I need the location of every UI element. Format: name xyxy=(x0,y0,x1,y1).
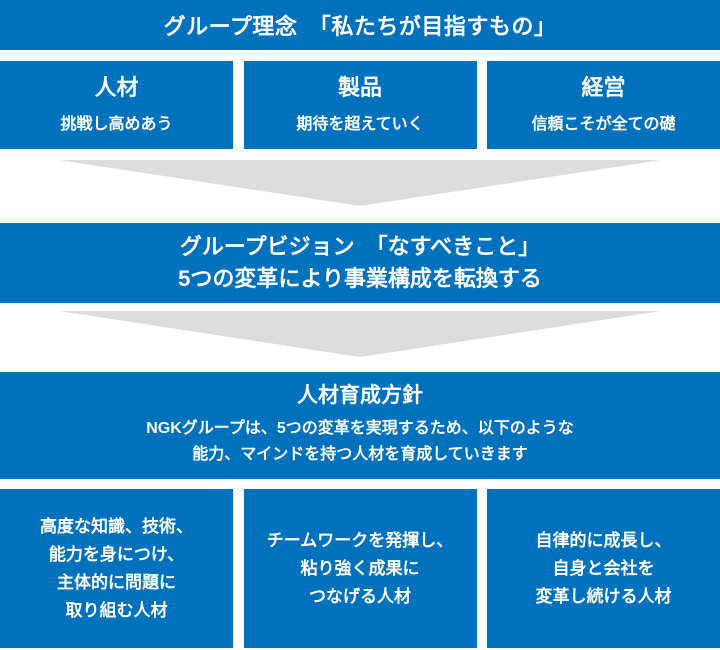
talent-text-line: 自身と会社を xyxy=(552,558,655,578)
talent-text-line: チームワークを発揮し、 xyxy=(266,530,454,550)
talent-text-line: 自律的に成長し、 xyxy=(535,530,672,550)
pillar-box-management: 経営 信頼こそが全ての礎 xyxy=(487,61,720,149)
pillar-title-people: 人材 xyxy=(94,74,139,100)
hr-policy-title: 人材育成方針 xyxy=(297,383,423,407)
group-vision-subtitle: 5つの変革により事業構成を転換する xyxy=(178,266,542,291)
hr-policy-description-line2: 能力、マインドを持つ人材を育成していきます xyxy=(192,446,528,464)
group-vision-banner: グループビジョン 「なすべきこと」 5つの変革により事業構成を転換する xyxy=(0,223,720,303)
pillar-box-people: 人材 挑戦し高めあう xyxy=(0,61,233,149)
talent-text-line: 粘り強く成果に xyxy=(300,558,420,578)
talent-text-line: 主体的に問題に xyxy=(57,572,176,592)
hr-policy-description-line1: NGKグループは、5つの変革を実現するため、以下のような xyxy=(146,420,574,438)
talent-text-line: 取り組む人材 xyxy=(65,600,168,620)
talent-text-line: 能力を身につけ、 xyxy=(48,544,185,564)
pillar-box-products: 製品 期待を超えていく xyxy=(243,61,477,149)
pillar-title-management: 経営 xyxy=(581,74,626,100)
talent-text-line: 変革し続ける人材 xyxy=(535,586,672,606)
pillar-subtitle-products: 期待を超えていく xyxy=(296,116,424,134)
talent-box-self-growth: 自律的に成長し、 自身と会社を 変革し続ける人材 xyxy=(487,489,720,648)
pillar-subtitle-people: 挑戦し高めあう xyxy=(60,116,173,134)
talent-row: 高度な知識、技術、 能力を身につけ、 主体的に問題に 取り組む人材 チームワーク… xyxy=(0,489,720,648)
talent-text-line: 高度な知識、技術、 xyxy=(40,516,193,536)
pillar-subtitle-management: 信頼こそが全ての礎 xyxy=(531,116,676,134)
pillar-row: 人材 挑戦し高めあう 製品 期待を超えていく 経営 信頼こそが全ての礎 xyxy=(0,61,720,149)
talent-box-knowledge: 高度な知識、技術、 能力を身につけ、 主体的に問題に 取り組む人材 xyxy=(0,489,233,648)
hr-policy-banner: 人材育成方針 NGKグループは、5つの変革を実現するため、以下のような 能力、マ… xyxy=(0,372,720,479)
group-philosophy-banner: グループ理念 「私たちが目指すもの」 xyxy=(0,0,720,50)
group-vision-title: グループビジョン 「なすべきこと」 xyxy=(179,234,541,259)
group-philosophy-title: グループ理念 「私たちが目指すもの」 xyxy=(163,14,557,39)
down-arrow-icon xyxy=(59,160,661,206)
down-arrow-icon xyxy=(59,311,661,357)
talent-text-line: つなげる人材 xyxy=(309,586,411,606)
pillar-title-products: 製品 xyxy=(337,74,382,100)
talent-box-teamwork: チームワークを発揮し、 粘り強く成果に つなげる人材 xyxy=(243,489,477,648)
